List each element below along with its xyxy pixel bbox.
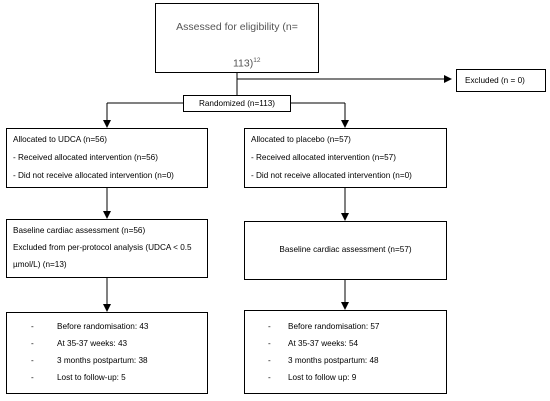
assessed-line2: 113)12 (233, 55, 260, 70)
udca-outcome-2: At 35-37 weeks: 43 (57, 339, 128, 348)
placebo-outcome-dash-4: - (268, 373, 271, 382)
placebo-outcome-dash-3: - (268, 356, 271, 365)
udca-allocation-not-received: - Did not receive allocated intervention… (13, 171, 174, 180)
placebo-allocation-title: Allocated to placebo (n=57) (251, 135, 351, 144)
udca-allocation-title: Allocated to UDCA (n=56) (13, 135, 107, 144)
udca-baseline-line2: Excluded from per-protocol analysis (UDC… (13, 243, 192, 252)
placebo-outcomes-box: - Before randomisation: 57 - At 35-37 we… (244, 310, 447, 394)
placebo-outcome-4: Lost to follow up: 9 (288, 373, 357, 382)
udca-allocation-box: Allocated to UDCA (n=56) - Received allo… (6, 128, 208, 188)
udca-outcome-4: Lost to follow-up: 5 (57, 373, 126, 382)
placebo-allocation-not-received: - Did not receive allocated intervention… (251, 171, 412, 180)
placebo-baseline-box: Baseline cardiac assessment (n=57) (244, 221, 447, 280)
placebo-outcome-dash-2: - (268, 339, 271, 348)
udca-outcome-dash-1: - (31, 322, 34, 331)
udca-baseline-box: Baseline cardiac assessment (n=56) Exclu… (6, 219, 208, 278)
assessed-count: 113) (233, 57, 254, 70)
placebo-outcome-2: At 35-37 weeks: 54 (288, 339, 359, 348)
randomized-label: Randomized (n=113) (198, 99, 276, 108)
placebo-allocation-box: Allocated to placebo (n=57) - Received a… (244, 128, 447, 188)
placebo-baseline-line1: Baseline cardiac assessment (n=57) (279, 245, 412, 254)
placebo-allocation-received: - Received allocated intervention (n=57) (251, 153, 396, 162)
udca-baseline-line3: µmol/L) (n=13) (13, 260, 67, 269)
udca-outcomes-box: - Before randomisation: 43 - At 35-37 we… (6, 312, 208, 394)
placebo-outcome-3: 3 months postpartum: 48 (288, 356, 379, 365)
assessed-superscript: 12 (253, 57, 261, 64)
udca-outcome-dash-3: - (31, 356, 34, 365)
randomized-box: Randomized (n=113) (183, 95, 291, 112)
udca-outcome-dash-2: - (31, 339, 34, 348)
placebo-outcome-1: Before randomisation: 57 (288, 322, 380, 331)
excluded-label: Excluded (n = 0) (465, 76, 525, 85)
udca-outcome-1: Before randomisation: 43 (57, 322, 149, 331)
udca-outcome-3: 3 months postpartum: 38 (57, 356, 148, 365)
assessed-line1: Assessed for eligibility (n= (176, 21, 298, 33)
udca-allocation-received: - Received allocated intervention (n=56) (13, 153, 158, 162)
placebo-outcome-dash-1: - (268, 322, 271, 331)
excluded-box: Excluded (n = 0) (456, 69, 546, 92)
udca-outcome-dash-4: - (31, 373, 34, 382)
udca-baseline-line1: Baseline cardiac assessment (n=56) (13, 226, 146, 235)
assessed-box: Assessed for eligibility (n= 113)12 (155, 3, 319, 73)
